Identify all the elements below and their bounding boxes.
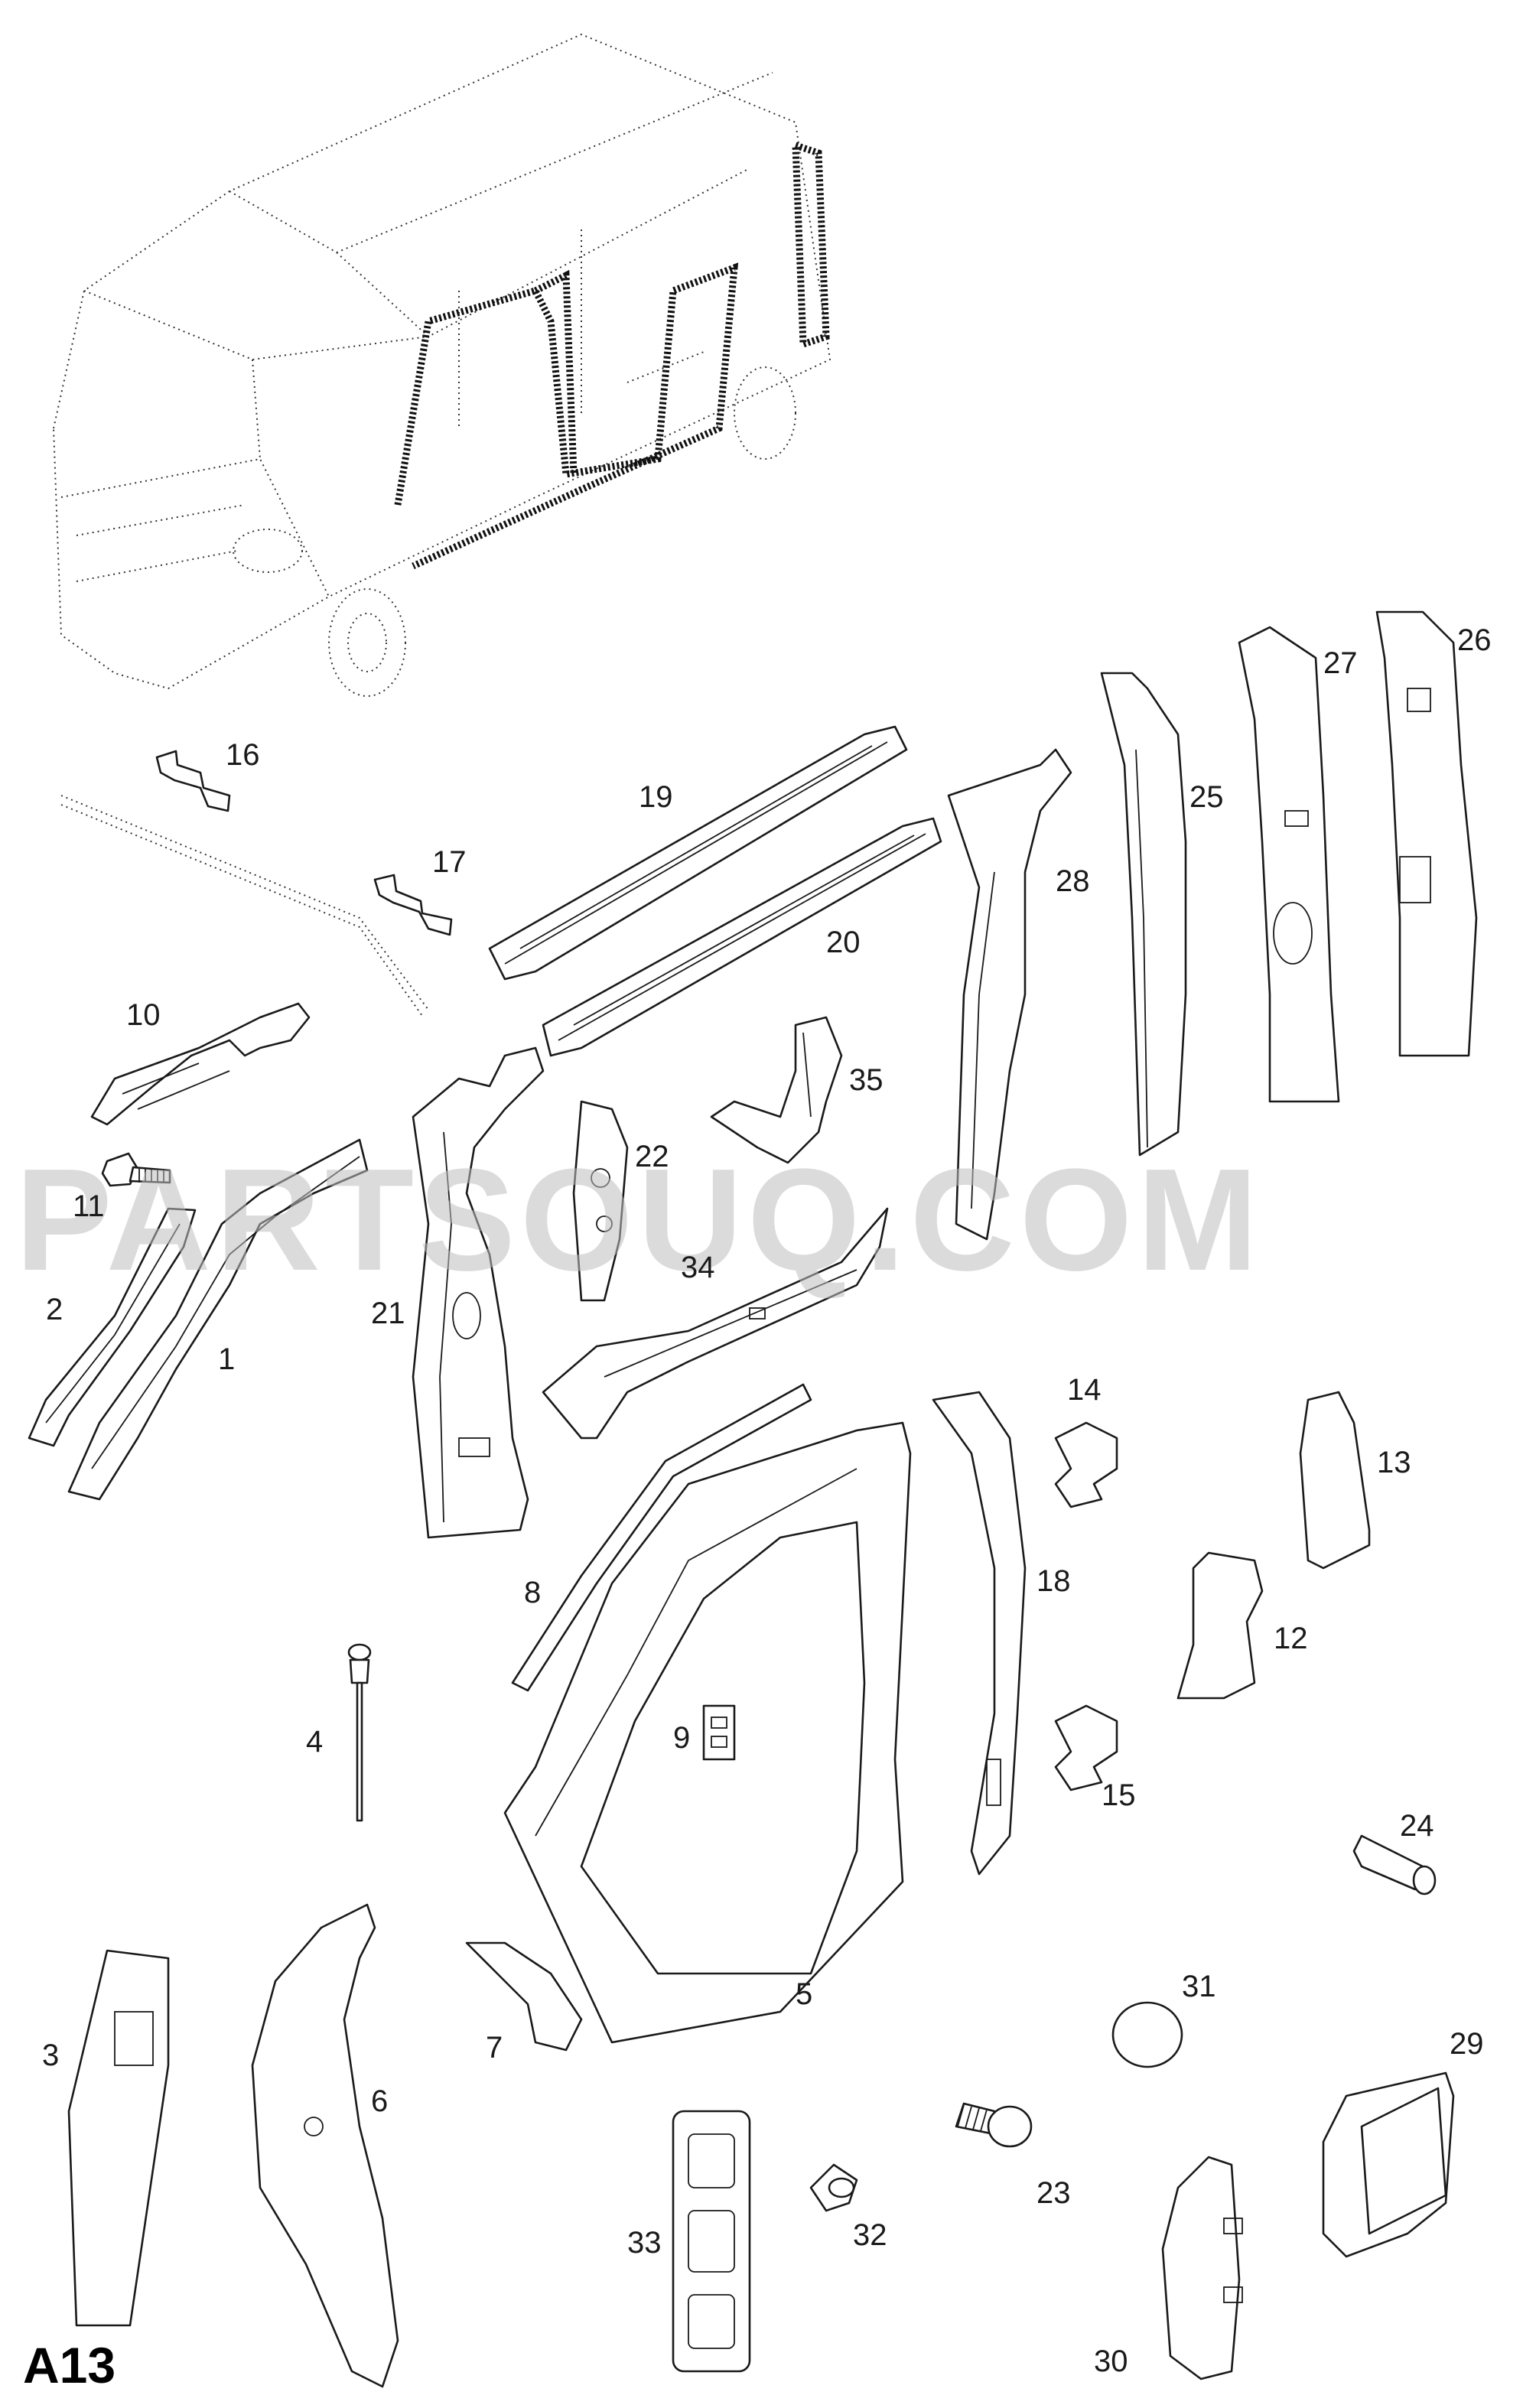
label-part-15: 15 xyxy=(1102,1778,1136,1812)
part-27-panel xyxy=(1238,626,1340,1103)
label-part-4: 4 xyxy=(306,1725,323,1759)
part-33-gasket xyxy=(672,2110,751,2373)
vehicle-overview-illustration xyxy=(52,33,831,697)
part-34-lower-member xyxy=(542,1207,889,1440)
part-15-clip xyxy=(1054,1704,1118,1791)
label-part-34: 34 xyxy=(681,1251,715,1284)
label-part-2: 2 xyxy=(46,1293,63,1326)
part-16-clip xyxy=(155,750,231,812)
label-part-17: 17 xyxy=(432,845,467,879)
roof-seal-strip xyxy=(60,795,429,1017)
label-part-1: 1 xyxy=(218,1342,235,1376)
label-part-22: 22 xyxy=(635,1140,669,1173)
part-35-bracket xyxy=(710,1016,843,1164)
label-part-6: 6 xyxy=(371,2084,388,2118)
part-24-plug xyxy=(1352,1834,1437,1895)
part-8-strip xyxy=(511,1383,812,1692)
part-7-bracket xyxy=(465,1941,583,2052)
part-6-reinforcement xyxy=(251,1903,399,2388)
part-19-sill xyxy=(488,725,908,981)
label-part-9: 9 xyxy=(673,1721,690,1755)
part-20-sill xyxy=(542,817,942,1057)
label-part-12: 12 xyxy=(1274,1622,1308,1655)
label-part-23: 23 xyxy=(1036,2176,1071,2210)
part-22-bracket xyxy=(572,1100,629,1302)
label-part-20: 20 xyxy=(826,926,861,959)
label-part-21: 21 xyxy=(371,1297,405,1330)
part-18-strip xyxy=(932,1391,1027,1876)
part-labels: 1 2 3 4 5 6 7 8 9 10 11 12 13 14 15 16 1… xyxy=(42,623,1492,2378)
part-29-panel xyxy=(1322,2071,1455,2258)
label-part-10: 10 xyxy=(126,998,161,1032)
label-part-24: 24 xyxy=(1400,1809,1434,1843)
label-part-19: 19 xyxy=(639,780,673,814)
part-17-clip xyxy=(373,874,453,936)
label-part-18: 18 xyxy=(1036,1564,1071,1598)
part-10-bracket xyxy=(90,1002,311,1126)
part-25-pillar xyxy=(1100,672,1187,1157)
label-part-3: 3 xyxy=(42,2039,59,2072)
watermark-text: PARTSOUQ.COM xyxy=(15,1139,1263,1301)
part-23-screw xyxy=(955,2102,1033,2148)
part-32-clip xyxy=(809,2163,858,2212)
label-part-25: 25 xyxy=(1189,780,1224,814)
label-part-16: 16 xyxy=(226,738,260,772)
part-12-panel xyxy=(1176,1551,1264,1700)
label-part-5: 5 xyxy=(796,1977,812,2011)
part-3-panel xyxy=(67,1949,170,2327)
label-part-13: 13 xyxy=(1377,1446,1411,1479)
label-part-30: 30 xyxy=(1094,2345,1128,2378)
label-part-26: 26 xyxy=(1457,623,1492,657)
part-31-cap xyxy=(1111,2001,1183,2068)
part-21-pillar xyxy=(412,1046,545,1539)
part-26-panel xyxy=(1375,610,1478,1057)
label-part-8: 8 xyxy=(524,1576,541,1609)
part-30-panel xyxy=(1161,2156,1243,2380)
label-part-29: 29 xyxy=(1450,2027,1484,2061)
part-2-pillar-strip xyxy=(28,1207,197,1447)
label-part-7: 7 xyxy=(486,2031,503,2065)
part-14-clip xyxy=(1054,1421,1118,1508)
part-11-bolt xyxy=(101,1152,171,1187)
label-part-35: 35 xyxy=(849,1063,884,1097)
part-1-pillar xyxy=(67,1138,369,1501)
label-part-11: 11 xyxy=(73,1189,105,1223)
label-part-33: 33 xyxy=(627,2226,662,2260)
part-9-clip xyxy=(702,1704,736,1761)
part-13-panel xyxy=(1299,1391,1371,1570)
label-part-14: 14 xyxy=(1067,1373,1102,1407)
part-28-panel xyxy=(947,748,1072,1241)
label-part-31: 31 xyxy=(1182,1970,1216,2003)
part-4-rivet xyxy=(347,1643,372,1822)
label-part-32: 32 xyxy=(853,2218,887,2252)
label-part-28: 28 xyxy=(1056,864,1090,898)
sheet-code: A13 xyxy=(23,2337,116,2393)
label-part-27: 27 xyxy=(1323,646,1358,680)
